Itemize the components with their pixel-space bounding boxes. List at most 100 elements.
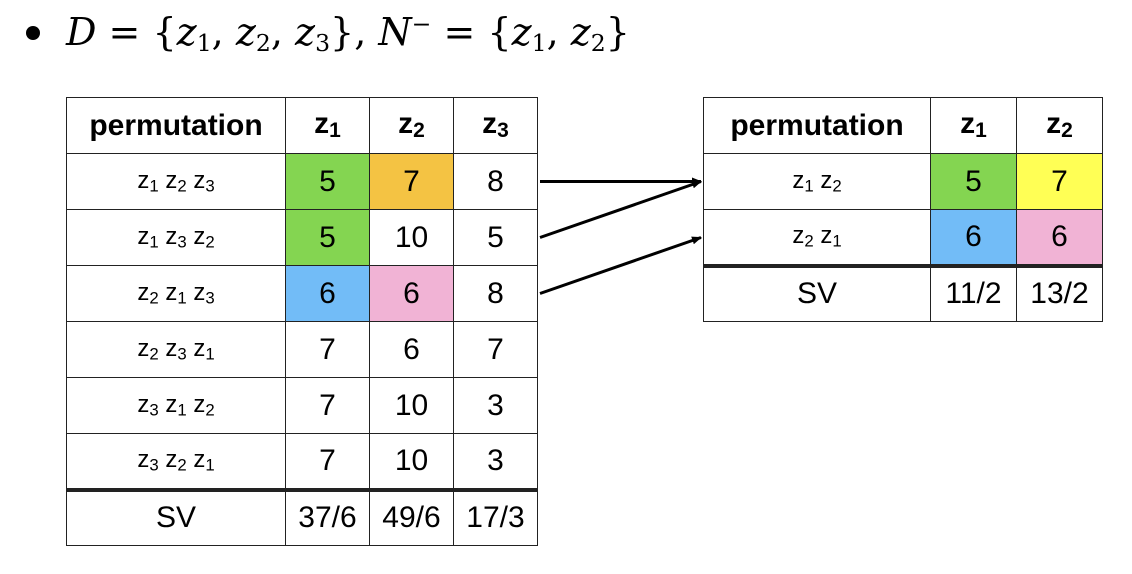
value-cell: 6 (369, 265, 454, 322)
elem-sub: 2 (590, 28, 606, 57)
var-sub: 2 (177, 455, 187, 475)
value-cell: 5 (453, 209, 538, 266)
bullet-icon (26, 26, 40, 41)
var-base: z (137, 334, 150, 362)
var-sub: 3 (205, 288, 215, 308)
header-player: z1 (930, 97, 1017, 154)
var-sub: 2 (804, 231, 814, 251)
var-sub: 1 (804, 176, 814, 196)
sv-label: SV (703, 263, 931, 322)
value-cell: 10 (369, 209, 454, 266)
formula-text: D = {z1, z2, z3}, N− = {z1, z2} (66, 10, 630, 57)
set-d-label: D (66, 10, 97, 54)
var-base: z (165, 446, 178, 474)
var-sub: 2 (832, 176, 842, 196)
permutation-cell: z2 z1 z3 (66, 265, 286, 322)
var-base: z (1046, 107, 1062, 141)
elem-sub: 1 (196, 28, 212, 57)
var-sub: 1 (149, 232, 159, 252)
var-sub: 3 (149, 455, 159, 475)
equals-sign: = (96, 10, 153, 54)
var-base: z (482, 107, 498, 141)
var-base: z (193, 278, 206, 306)
header-player: z2 (369, 97, 454, 154)
header-player: z2 (1016, 97, 1103, 154)
var-sub: 1 (205, 455, 215, 475)
var-base: z (137, 278, 150, 306)
heading-formula: D = {z1, z2, z3}, N− = {z1, z2} (26, 10, 630, 57)
value-cell: 3 (453, 433, 538, 490)
permutation-cell: z3 z1 z2 (66, 377, 286, 434)
var-sub: 1 (205, 344, 215, 364)
var-base: z (193, 390, 206, 418)
var-base: z (137, 222, 150, 250)
var-base: z (398, 107, 414, 141)
var-base: z (165, 166, 178, 194)
var-sub: 2 (205, 232, 215, 252)
var-sub: 3 (177, 344, 187, 364)
var-base: z (165, 278, 178, 306)
sv-value: 11/2 (930, 263, 1017, 322)
value-cell: 5 (930, 153, 1017, 210)
equals-sign: = (431, 10, 488, 54)
var-base: z (137, 166, 150, 194)
var-sub: 2 (149, 288, 159, 308)
var-sub: 2 (149, 344, 159, 364)
sv-value: 17/3 (453, 487, 538, 546)
var-sub: 1 (177, 400, 187, 420)
var-base: z (165, 390, 178, 418)
var-base: z (792, 222, 805, 250)
sv-value: 37/6 (285, 487, 370, 546)
elem: z (570, 10, 591, 54)
elem-sub: 1 (531, 28, 547, 57)
sv-label: SV (66, 487, 286, 546)
header-player: z1 (285, 97, 370, 154)
permutation-cell: z1 z2 z3 (66, 153, 286, 210)
permutation-cell: z1 z2 (703, 153, 931, 210)
var-sub: 2 (205, 400, 215, 420)
mapping-arrow (539, 180, 702, 239)
var-base: z (960, 107, 976, 141)
var-sub: 1 (329, 119, 341, 143)
var-base: z (193, 446, 206, 474)
var-sub: 1 (177, 288, 187, 308)
permutation-cell: z3 z2 z1 (66, 433, 286, 490)
value-cell: 6 (369, 321, 454, 378)
var-sub: 3 (177, 232, 187, 252)
var-sub: 3 (497, 119, 509, 143)
value-cell: 10 (369, 377, 454, 434)
value-cell: 10 (369, 433, 454, 490)
var-sub: 3 (149, 400, 159, 420)
var-sub: 2 (1061, 119, 1073, 143)
permutation-cell: z1 z3 z2 (66, 209, 286, 266)
value-cell: 7 (285, 377, 370, 434)
var-base: z (193, 166, 206, 194)
value-cell: 8 (453, 265, 538, 322)
header-player: z3 (453, 97, 538, 154)
var-sub: 2 (413, 119, 425, 143)
permutation-cell: z2 z1 (703, 209, 931, 266)
sv-value: 49/6 (369, 487, 454, 546)
var-base: z (137, 390, 150, 418)
var-sub: 2 (177, 176, 187, 196)
elem-sub: 3 (315, 28, 331, 57)
set-n-sup: − (411, 10, 432, 39)
elem-sub: 2 (255, 28, 271, 57)
var-sub: 1 (149, 176, 159, 196)
var-base: z (165, 222, 178, 250)
value-cell: 6 (285, 265, 370, 322)
var-base: z (820, 222, 833, 250)
elem: z (176, 10, 197, 54)
var-sub: 3 (205, 176, 215, 196)
